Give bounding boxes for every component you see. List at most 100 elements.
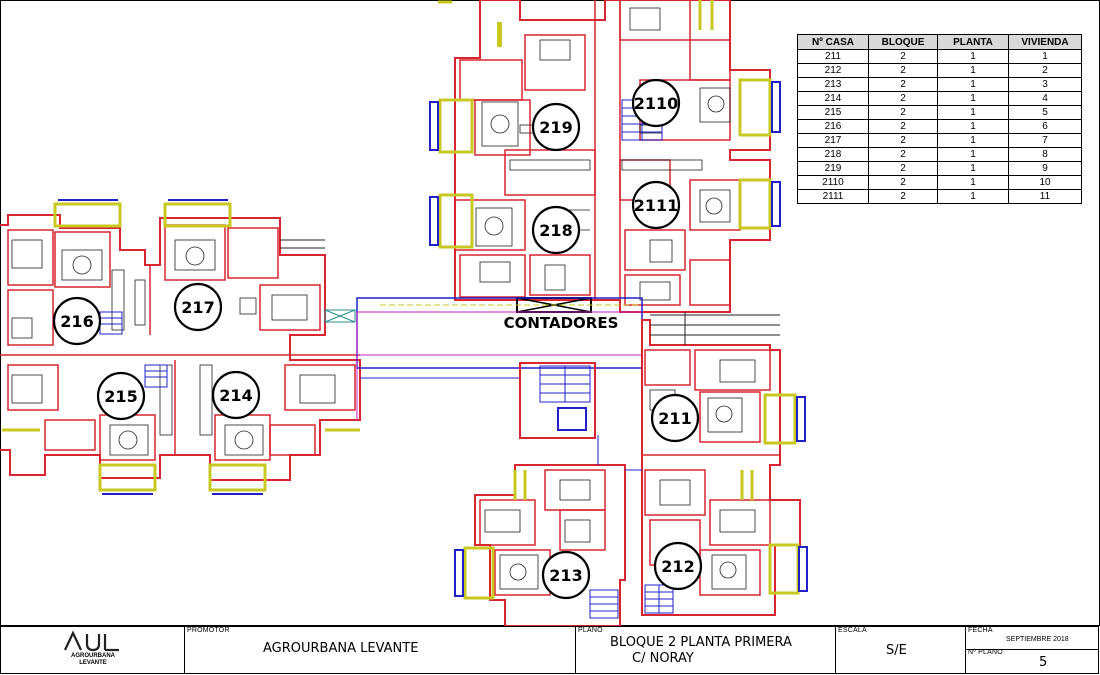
- floor-plan-drawing: CONTADORES: [0, 0, 1100, 626]
- cell-bloque: 2: [868, 49, 938, 64]
- unit-2111-marker: 2111: [631, 180, 681, 230]
- central-stair-core: [519, 362, 596, 439]
- unit-label: 217: [181, 298, 214, 317]
- promotor-label: PROMOTOR: [187, 627, 230, 634]
- north-tower-partitions: [454, 0, 741, 306]
- logo-text-line1: AGROURBANA: [71, 653, 115, 659]
- unit-label: 214: [219, 386, 252, 405]
- column-header-planta: PLANTA: [937, 34, 1009, 50]
- west-wing-outline: [0, 214, 361, 481]
- unit-213-marker: 213: [541, 550, 591, 600]
- cell-casa: 2110: [797, 175, 869, 190]
- cell-vivienda: 5: [1008, 105, 1082, 120]
- cell-vivienda: 6: [1008, 119, 1082, 134]
- nplano-section: Nº PLANO 5: [966, 649, 1099, 673]
- east-block-stair: [644, 584, 674, 614]
- cell-planta: 1: [937, 161, 1009, 176]
- unit-label: 213: [549, 566, 582, 585]
- cell-casa: 213: [797, 77, 869, 92]
- promotor-value: AGROURBANA LEVANTE: [263, 641, 419, 656]
- south-block-furniture: [484, 479, 591, 590]
- cell-casa: 214: [797, 91, 869, 106]
- cell-bloque: 2: [868, 161, 938, 176]
- unit-label: 2110: [634, 94, 679, 113]
- cell-bloque: 2: [868, 119, 938, 134]
- cell-planta: 1: [937, 189, 1009, 204]
- title-block-plano-cell: PLANO BLOQUE 2 PLANTA PRIMERA C/ NORAY: [576, 627, 836, 673]
- cell-planta: 1: [937, 63, 1009, 78]
- cell-planta: 1: [937, 147, 1009, 162]
- cell-casa: 216: [797, 119, 869, 134]
- unit-label: 219: [539, 118, 572, 137]
- cell-bloque: 2: [868, 133, 938, 148]
- title-block-promotor-cell: PROMOTOR AGROURBANA LEVANTE: [185, 627, 576, 673]
- fecha-value: SEPTIEMBRE 2018: [1006, 636, 1069, 643]
- cell-bloque: 2: [868, 91, 938, 106]
- west-wing: [0, 199, 361, 495]
- cell-planta: 1: [937, 105, 1009, 120]
- west-wing-furniture: [11, 239, 336, 456]
- escala-value: S/E: [886, 643, 907, 658]
- west-wing-windows: [2, 199, 360, 495]
- unit-217-marker: 217: [173, 282, 223, 332]
- cell-vivienda: 1: [1008, 49, 1082, 64]
- unit-2110-marker: 2110: [631, 78, 681, 128]
- title-block-fecha-cell: FECHA SEPTIEMBRE 2018 Nº PLANO 5: [966, 627, 1099, 673]
- north-tower-windows: [429, 0, 781, 249]
- fecha-section: FECHA SEPTIEMBRE 2018: [966, 627, 1099, 650]
- title-block-logo-cell: AGROURBANA LEVANTE: [1, 627, 185, 673]
- unit-212-marker: 212: [653, 541, 703, 591]
- table-header-row: Nº CASA BLOQUE PLANTA VIVIENDA: [797, 34, 1082, 50]
- contadores-label: CONTADORES: [504, 314, 619, 332]
- cell-vivienda: 8: [1008, 147, 1082, 162]
- west-wing-partitions: [0, 224, 360, 461]
- cell-casa: 215: [797, 105, 869, 120]
- east-block: [641, 312, 808, 616]
- title-block: AGROURBANA LEVANTE PROMOTOR AGROURBANA L…: [0, 626, 1099, 674]
- cell-casa: 2111: [797, 189, 869, 204]
- cell-vivienda: 9: [1008, 161, 1082, 176]
- unit-211-marker: 211: [650, 393, 700, 443]
- logo-text: AGROURBANA LEVANTE: [1, 653, 185, 667]
- north-tower-furniture: [475, 7, 731, 301]
- unit-label: 2111: [634, 196, 679, 215]
- cell-bloque: 2: [868, 77, 938, 92]
- title-block-escala-cell: ESCALA S/E: [836, 627, 966, 673]
- column-header-bloque: BLOQUE: [868, 34, 938, 50]
- cell-vivienda: 10: [1008, 175, 1082, 190]
- south-block-windows: [454, 470, 527, 600]
- cell-bloque: 2: [868, 105, 938, 120]
- cell-bloque: 2: [868, 189, 938, 204]
- unit-215-marker: 215: [96, 371, 146, 421]
- escala-label: ESCALA: [838, 627, 867, 634]
- unit-label: 211: [658, 409, 691, 428]
- north-tower: CONTADORES: [429, 0, 781, 332]
- unit-216-marker: 216: [52, 296, 102, 346]
- cell-casa: 212: [797, 63, 869, 78]
- cell-vivienda: 7: [1008, 133, 1082, 148]
- cell-vivienda: 2: [1008, 63, 1082, 78]
- nplano-label: Nº PLANO: [968, 649, 1003, 656]
- cell-vivienda: 11: [1008, 189, 1082, 204]
- unit-label: 212: [661, 557, 694, 576]
- unit-214-marker: 214: [211, 370, 261, 420]
- north-tower-outline: [454, 0, 771, 313]
- east-block-furniture: [649, 359, 756, 590]
- cell-planta: 1: [937, 91, 1009, 106]
- south-block-stair: [589, 589, 619, 619]
- cell-bloque: 2: [868, 63, 938, 78]
- unit-218-marker: 218: [531, 205, 581, 255]
- cell-casa: 219: [797, 161, 869, 176]
- cell-bloque: 2: [868, 175, 938, 190]
- unit-label: 218: [539, 221, 572, 240]
- cell-casa: 217: [797, 133, 869, 148]
